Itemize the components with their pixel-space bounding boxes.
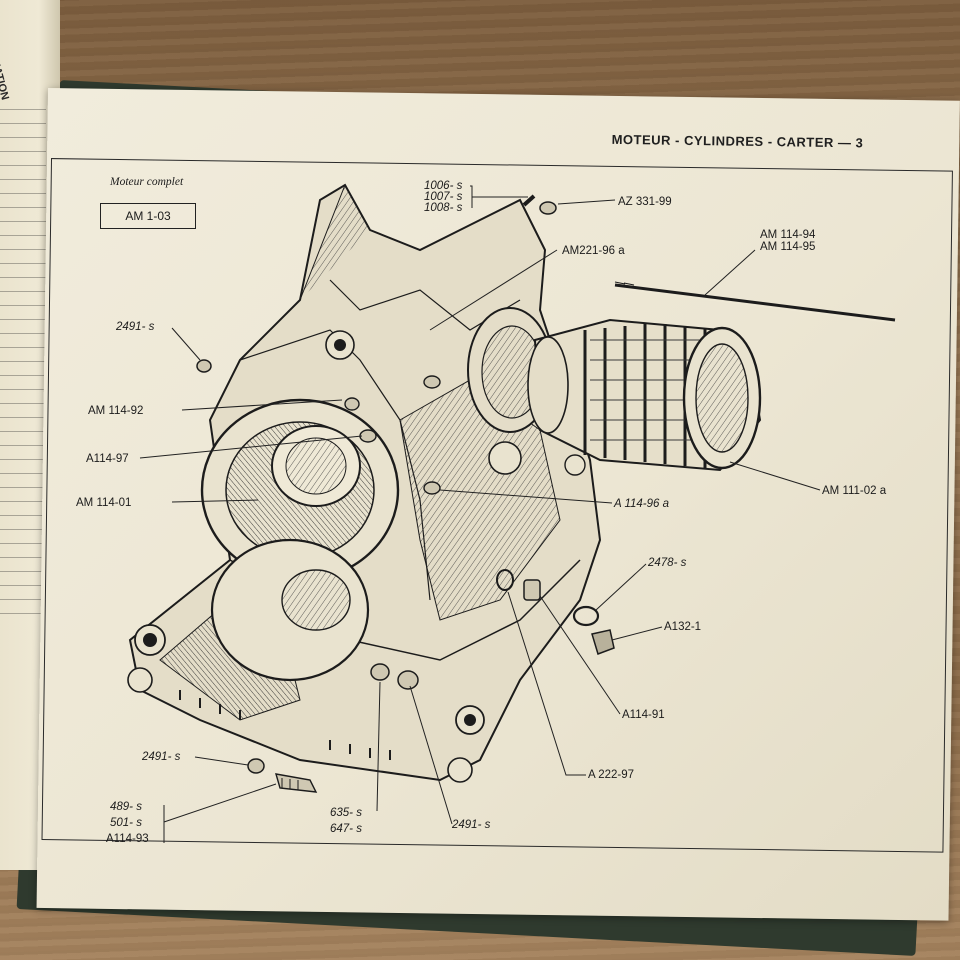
callout-a114-96a: A 114-96 a: [613, 498, 669, 510]
boxed-reference: AM 1-03: [100, 203, 196, 229]
callout-a114-93: A114-93: [106, 833, 149, 845]
callout-a132-1: A132-1: [664, 621, 701, 633]
callout-2491-bottom-left: 2491- s: [141, 751, 181, 763]
callout-2478: 2478- s: [647, 557, 687, 569]
callout-1008: 1008- s: [424, 202, 463, 214]
callout-a114-91: A114-91: [622, 709, 665, 721]
callout-489: 489- s: [110, 801, 142, 813]
callout-am114-92: AM 114-92: [88, 405, 143, 417]
crankcase: [127, 183, 602, 783]
callout-am114-95: AM 114-95: [760, 241, 815, 253]
diagram-subtitle: Moteur complet: [110, 176, 184, 188]
callout-labels: 1006- s 1007- s 1008- s AZ 331-99 AM221-…: [76, 180, 887, 845]
callout-a222-97: A 222-97: [588, 769, 634, 781]
callout-az331-99: AZ 331-99: [618, 196, 672, 208]
callout-am114-94: AM 114-94: [760, 229, 816, 241]
callout-1007: 1007- s: [424, 191, 463, 203]
callout-am111-02a: AM 111-02 a: [822, 485, 887, 497]
callout-2491-bottom-right: 2491- s: [451, 819, 491, 831]
callout-2491-top: 2491- s: [115, 321, 155, 333]
cylinder-barrel: [527, 318, 762, 472]
small-parts: [196, 194, 615, 793]
previous-page-text-lines: [0, 100, 46, 620]
callout-647: 647- s: [330, 823, 362, 835]
callout-leaders: [139, 185, 821, 843]
callout-1006: 1006- s: [424, 180, 463, 192]
callout-501: 501- s: [110, 817, 142, 829]
callout-am221-96a: AM221-96 a: [562, 245, 625, 257]
callout-a114-97: A114-97: [86, 453, 129, 465]
cylinder-stud: [614, 281, 896, 324]
callout-am114-01: AM 114-01: [76, 497, 131, 509]
callout-635: 635- s: [330, 807, 362, 819]
